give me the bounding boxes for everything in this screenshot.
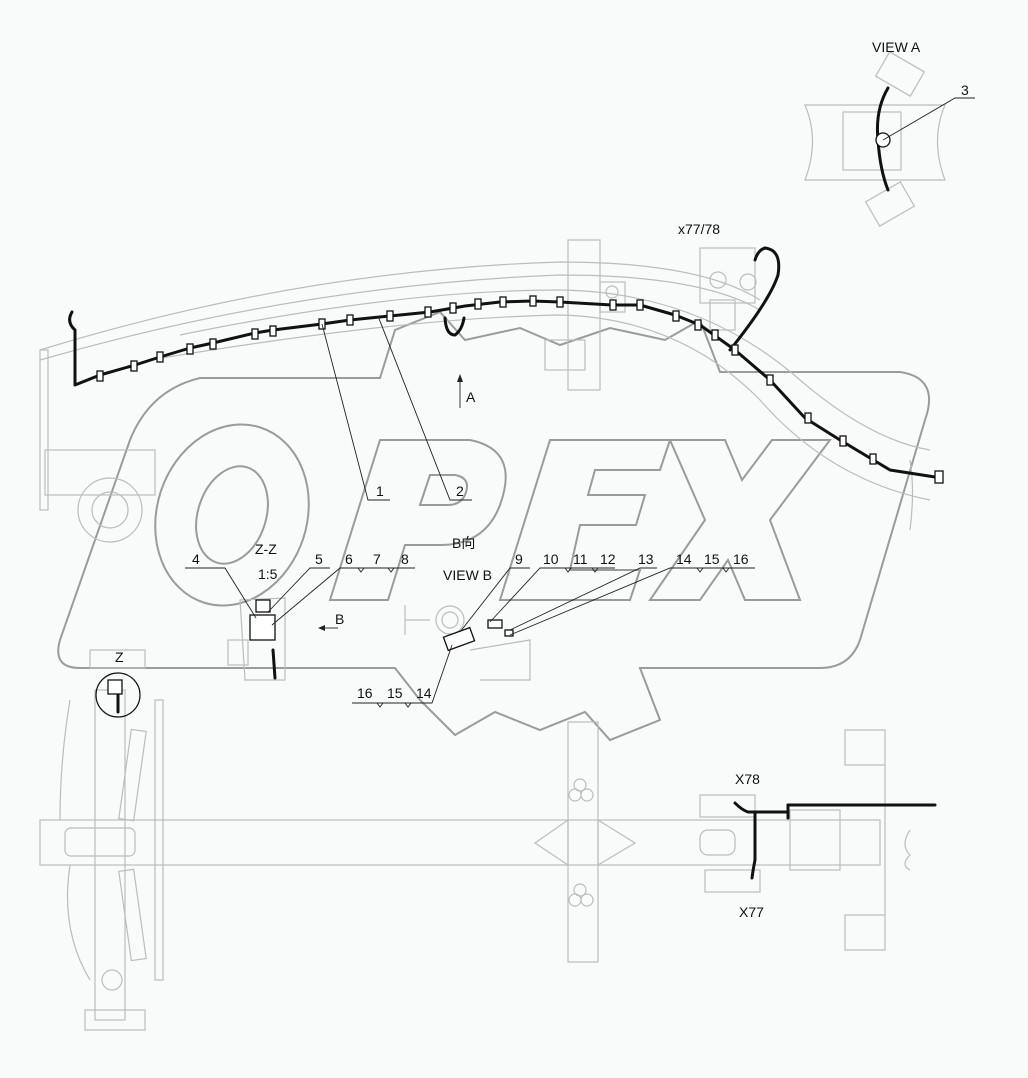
callout-14-bottom: 14 (416, 685, 432, 701)
opex-watermark (57, 310, 930, 742)
connector-x77-label: X77 (739, 904, 764, 920)
callout-13: 13 (638, 551, 654, 567)
connector-x78-label: X78 (735, 771, 760, 787)
view-a-title: VIEW A (872, 39, 921, 55)
section-zz-title: Z-Z (255, 541, 277, 557)
view-b-title-cn: B向 (452, 535, 476, 551)
arrow-b-head (318, 625, 325, 631)
callout-3: 3 (961, 82, 969, 98)
callout-4: 4 (192, 551, 200, 567)
view-b-title: VIEW B (443, 567, 493, 583)
callout-9: 9 (515, 551, 523, 567)
callout-7: 7 (373, 551, 381, 567)
callout-12: 12 (600, 551, 616, 567)
wiring-harness (68, 86, 937, 880)
arrow-a-head (457, 374, 463, 382)
callout-1: 1 (376, 483, 384, 499)
callout-16-top: 16 (733, 551, 749, 567)
detail-z-circle (95, 672, 141, 718)
callout-16-bottom: 16 (357, 685, 373, 701)
callout-11: 11 (573, 551, 588, 567)
callout-10: 10 (543, 551, 559, 567)
callout-2: 2 (456, 483, 464, 499)
connector-x77-78-label: x77/78 (678, 221, 721, 237)
callout-6: 6 (345, 551, 353, 567)
vehicle-frame-lines (39, 51, 946, 1031)
callout-15-top: 15 (704, 551, 720, 567)
harness-clips (96, 132, 944, 695)
leader-lines (185, 97, 975, 708)
callout-8: 8 (401, 551, 409, 567)
arrow-a-label: A (466, 389, 476, 405)
callout-15-bottom: 15 (387, 685, 403, 701)
section-zz-scale: 1:5 (258, 566, 278, 582)
callout-14-top: 14 (676, 551, 692, 567)
detail-z-title: Z (115, 649, 124, 665)
arrow-b-label: B (335, 611, 345, 627)
callout-5: 5 (315, 551, 323, 567)
